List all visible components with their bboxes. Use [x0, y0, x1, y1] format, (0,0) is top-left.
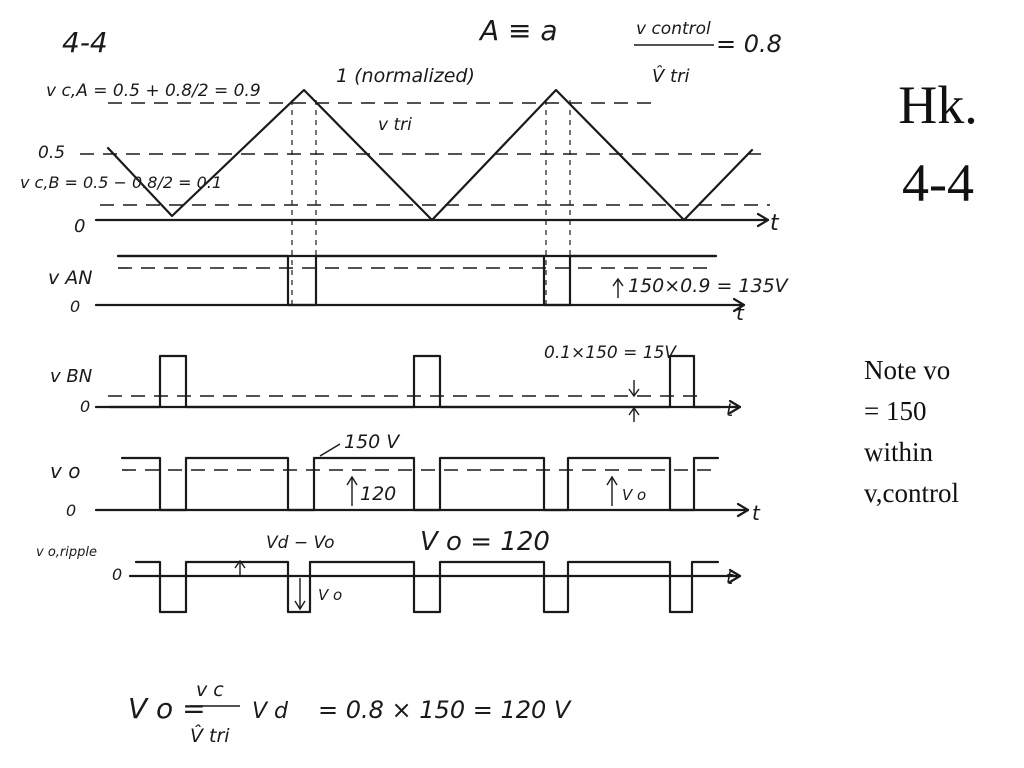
vo-label: v o: [50, 459, 80, 483]
vbn-zero: 0: [80, 397, 90, 416]
van-value-arrowhead: [612, 277, 624, 287]
vo-result-label: V o = 120: [420, 527, 550, 557]
final-numerator: v c: [196, 679, 224, 701]
ripple-axis-arrow: [728, 568, 742, 584]
slide-note: Note vo = 150 within v,control: [864, 350, 1014, 514]
van-zero: 0: [70, 297, 80, 316]
slide-note-line-2: = 150: [864, 396, 927, 426]
vbn-value: 0.1×150 = 15V: [544, 343, 677, 363]
vbn-label: v BN: [50, 366, 92, 387]
time-axis-label-1: t: [770, 211, 780, 236]
vo-small-label: V o: [622, 486, 646, 504]
condition-label: A ≡ a: [478, 14, 558, 47]
zero-level-label: 0: [74, 216, 85, 237]
slide-note-line-4: v,control: [864, 478, 959, 508]
ratio-denominator: V̂ tri: [652, 66, 690, 87]
handwritten-waveform-sketch: 4-4 A ≡ a v control V̂ tri = 0.8 v c,A =…: [20, 14, 790, 747]
ratio-value: = 0.8: [716, 30, 782, 58]
ripple-waveform: [134, 560, 720, 614]
vbn-value-arrowhead-bottom: [628, 406, 640, 416]
half-level-label: 0.5: [38, 143, 65, 163]
vcb-label: v c,B = 0.5 − 0.8/2 = 0.1: [20, 173, 222, 192]
ripple-label: v o,ripple: [36, 545, 97, 560]
final-denominator: V̂ tri: [190, 725, 230, 747]
vbn-waveform: [108, 354, 722, 409]
vo-avg-arrowhead: [346, 475, 358, 486]
slide-note-line-3: within: [864, 437, 934, 467]
vo-avg-label: 120: [360, 483, 396, 505]
slide-title-line-1: Hk.: [898, 75, 978, 135]
triangle-carrier-wave: [106, 88, 754, 222]
final-lhs: V o =: [128, 692, 206, 725]
ratio-numerator: v control: [636, 19, 711, 39]
peak-label: 1 (normalized): [336, 65, 475, 87]
vo-time-label: t: [752, 501, 761, 525]
van-axis-arrow: [732, 297, 746, 313]
vca-label: v c,A = 0.5 + 0.8/2 = 0.9: [46, 81, 261, 101]
van-waveform: [116, 254, 718, 307]
van-value: 150×0.9 = 135V: [628, 275, 790, 297]
final-vd: V d: [252, 699, 289, 724]
ripple-bottom-label: V o: [318, 586, 342, 604]
vtri-label: v tri: [378, 115, 412, 135]
ripple-bottom-arrowhead: [294, 600, 306, 611]
triangle-axis-arrow: [756, 212, 770, 228]
ripple-zero: 0: [112, 565, 122, 584]
slide-title: Hk. 4-4: [858, 66, 1018, 222]
vo-axis-arrow: [736, 502, 750, 518]
vbn-value-arrowhead-top: [628, 388, 640, 398]
slide-title-line-2: 4-4: [902, 153, 974, 213]
van-time-label: t: [736, 301, 745, 325]
vo-zero: 0: [66, 501, 76, 520]
vbn-time-label: t: [726, 400, 734, 421]
ripple-top-label: Vd − Vo: [266, 533, 335, 553]
slide-note-line-1: Note vo: [864, 355, 951, 385]
ripple-time-label: t: [726, 568, 734, 589]
problem-label: 4-4: [62, 26, 108, 59]
vo-peak-pointer: [319, 443, 341, 457]
vbn-axis-arrow: [728, 399, 742, 415]
final-rhs: = 0.8 × 150 = 120 V: [318, 696, 572, 724]
vo-peak-label: 150 V: [344, 431, 401, 453]
van-label: v AN: [48, 267, 93, 289]
vo-small-arrowhead: [606, 475, 618, 486]
